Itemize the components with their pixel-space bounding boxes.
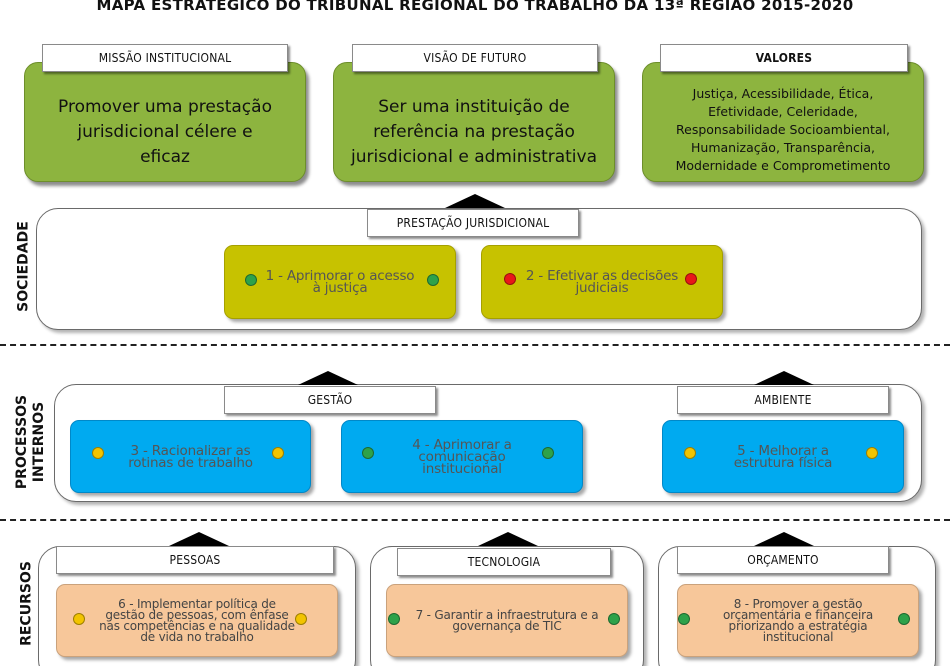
status-indicator-yellow [73,613,85,625]
objective-2-text: 2 - Efetivar as decisões judiciais [486,268,718,296]
arrow-up-sociedade [445,194,505,208]
ambiente-tag: AMBIENTE [677,386,889,414]
arrow-up-gestao [298,371,358,385]
objective-line: 5 - Melhorar a [737,442,829,459]
missao-line: jurisdicional célere e [77,121,253,142]
valores-line: Efetividade, Celeridade, [708,104,858,119]
status-indicator-green [898,613,910,625]
valores-card: Justiça, Acessibilidade, Ética, Efetivid… [642,62,924,182]
status-indicator-green [608,613,620,625]
prestacao-jurisdicional-tag: PRESTAÇÃO JURISDICIONAL [367,209,579,237]
objective-1-text: 1 - Aprimorar o acesso à justiça [226,268,455,296]
objective-4-text: 4 - Aprimorar a comunicação instituciona… [372,436,552,477]
visao-line: referência na prestação [373,121,575,142]
objective-5[interactable]: 5 - Melhorar a estrutura física [662,420,904,493]
visao-card: Ser uma instituição de referência na pre… [333,62,615,182]
visao-label: VISÃO DE FUTURO [352,44,598,72]
visao-line: jurisdicional e administrativa [350,146,598,167]
valores-line: Justiça, Acessibilidade, Ética, [692,86,874,101]
status-indicator-red [685,273,697,285]
objective-line: priorizando a estratégia [728,618,868,633]
status-indicator-green [245,274,257,286]
objective-line: 2 - Efetivar as decisões [525,268,679,284]
arrow-up-ambiente [754,371,814,385]
tecnologia-tag: TECNOLOGIA [397,548,611,576]
orcamento-tag: ORÇAMENTO [677,546,889,574]
objective-8-text: 8 - Promover a gestão orçamentária e fin… [693,596,903,644]
status-indicator-green [388,613,400,625]
objective-line: nas competências e na qualidade [99,618,295,633]
section-divider [0,344,950,346]
objective-line: judiciais [575,280,629,296]
objective-7[interactable]: 7 - Garantir a infraestrutura e a govern… [386,584,628,657]
side-line: INTERNOS [31,401,47,483]
objective-2[interactable]: 2 - Efetivar as decisões judiciais [481,245,723,319]
objective-line: 1 - Aprimorar o acesso [265,268,415,284]
objective-line: orçamentária e financeira [722,607,874,622]
recursos-side-label: RECURSOS [18,561,35,646]
side-line: PROCESSOS [14,394,30,490]
objective-line: 6 - Implementar política de [118,596,276,611]
objective-line: 8 - Promover a gestão [733,596,863,611]
processos-side-label: PROCESSOS INTERNOS [14,387,48,497]
pessoas-tag: PESSOAS [56,546,334,574]
status-indicator-green [542,447,554,459]
objective-1[interactable]: 1 - Aprimorar o acesso à justiça [224,245,456,319]
objective-line: 7 - Garantir a infraestrutura e a [415,607,599,622]
arrow-up-tecnologia [478,532,538,546]
page-title: MAPA ESTRATÉGICO DO TRIBUNAL REGIONAL DO… [96,0,854,14]
missao-label: MISSÃO INSTITUCIONAL [42,44,288,72]
objective-line: governança de TIC [452,618,562,633]
objective-6[interactable]: 6 - Implementar política de gestão de pe… [56,584,338,657]
missao-card: Promover uma prestação jurisdicional cél… [24,62,306,182]
objective-3-text: 3 - Racionalizar as rotinas de trabalho [88,442,293,471]
objective-3[interactable]: 3 - Racionalizar as rotinas de trabalho [70,420,311,493]
valores-line: Humanização, Transparência, [691,140,875,155]
objective-line: estrutura física [733,454,833,471]
objective-line: gestão de pessoas, com ênfase [105,607,289,622]
missao-line: Promover uma prestação [58,96,272,117]
missao-text: Promover uma prestação jurisdicional cél… [58,75,272,170]
objective-5-text: 5 - Melhorar a estrutura física [694,442,873,471]
objective-line: à justiça [312,280,368,296]
missao-line: eficaz [140,146,190,167]
status-indicator-yellow [272,447,284,459]
valores-line: Responsabilidade Socioambiental, [676,122,890,137]
arrow-up-pessoas [169,532,229,546]
status-indicator-yellow [684,447,696,459]
objective-8[interactable]: 8 - Promover a gestão orçamentária e fin… [677,584,919,657]
valores-line: Modernidade e Comprometimento [675,158,891,173]
status-indicator-yellow [92,447,104,459]
status-indicator-yellow [866,447,878,459]
objective-line: 4 - Aprimorar a [412,436,512,453]
status-indicator-yellow [295,613,307,625]
visao-line: Ser uma instituição de [378,96,570,117]
valores-text: Justiça, Acessibilidade, Ética, Efetivid… [676,69,891,175]
status-indicator-green [362,447,374,459]
objective-line: comunicação [418,448,506,465]
visao-text: Ser uma instituição de referência na pre… [351,75,597,170]
objective-line: rotinas de trabalho [128,454,253,471]
status-indicator-red [504,273,516,285]
objective-7-text: 7 - Garantir a infraestrutura e a govern… [390,607,625,633]
objective-line: de vida no trabalho [140,629,254,644]
sociedade-side-label: SOCIEDADE [15,221,32,312]
arrow-up-orcamento [754,532,814,546]
objective-line: institucional [422,460,502,477]
section-divider [0,519,950,521]
objective-line: 3 - Racionalizar as [130,442,251,459]
objective-6-text: 6 - Implementar política de gestão de pe… [69,596,325,644]
valores-label: VALORES [660,44,908,72]
status-indicator-green [427,274,439,286]
objective-line: institucional [762,629,834,644]
gestao-tag: GESTÃO [224,386,436,414]
status-indicator-green [678,613,690,625]
